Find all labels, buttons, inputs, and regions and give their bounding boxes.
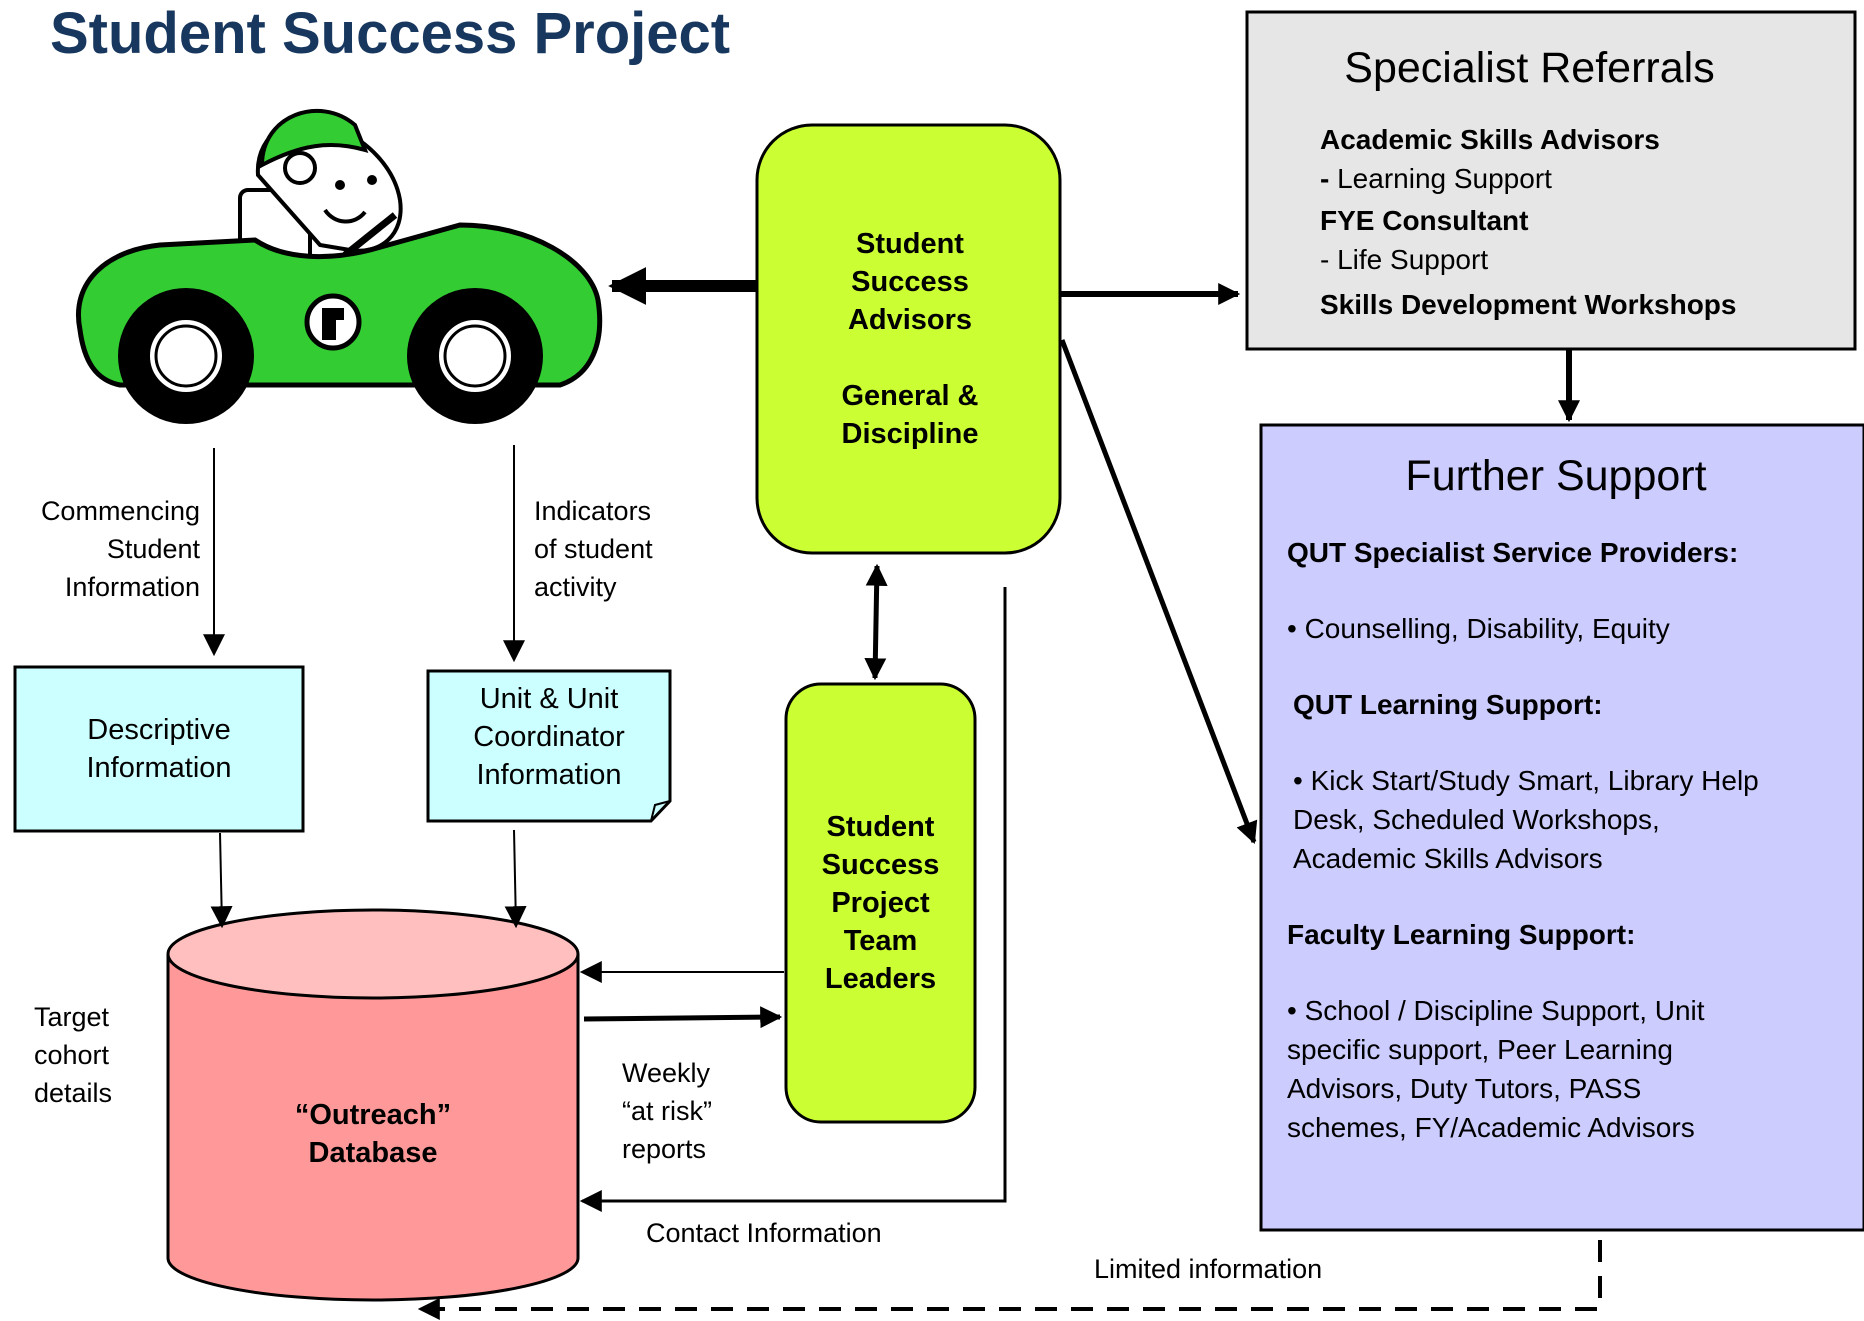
indicators-label: Indicators of student activity [534,492,734,606]
unit-line: Coordinator [473,721,625,753]
unit-box [426,669,672,823]
further-content: QUT Specialist Service Providers: • Coun… [1287,533,1857,1147]
further-heading: Further Support [1405,452,1707,500]
further-section-title: QUT Learning Support: [1293,689,1603,720]
database-label: “Outreach” Database [168,1096,578,1172]
race-car-icon [76,108,603,424]
advisors-line: Student [856,228,964,260]
further-section-text: • Kick Start/Study Smart, Library Help [1293,765,1759,796]
weekly-line: reports [622,1134,707,1164]
commencing-label: Commencing Student Information [0,492,200,606]
limited-label: Limited information [1094,1254,1323,1284]
advisors-label: Student Success Advisors General & Disci… [760,225,1060,453]
specialist-subitem: - Life Support [1320,244,1489,275]
further-section-title: QUT Specialist Service Providers: [1287,537,1739,568]
specialist-item: FYE Consultant [1320,205,1529,236]
edge-contact-info [579,587,1007,1212]
database-line: Database [308,1137,438,1169]
commencing-line: Student [106,534,200,564]
descriptive-line: Information [86,752,232,784]
specialist-item: Skills Development Workshops [1320,289,1737,320]
team-leaders-box [784,682,977,1124]
edge-limited-info [417,1240,1602,1320]
descriptive-label: Descriptive Information [15,711,303,787]
unit-label: Unit & Unit Coordinator Information [428,680,670,794]
target-line: Target [34,1002,110,1032]
weekly-line: “at risk” [622,1096,712,1126]
further-section-text: Desk, Scheduled Workshops, [1293,804,1660,835]
specialist-heading: Specialist Referrals [1344,44,1715,92]
indicators-line: activity [534,572,617,602]
team-leaders-line: Leaders [824,963,937,995]
indicators-line: Indicators [534,496,652,526]
team-leaders-line: Team [843,925,918,957]
specialist-subitem: - Learning Support [1320,159,1850,198]
edge-advisors-teamleaders [864,563,888,681]
advisors-line: Success [851,266,969,298]
specialist-dash: - [1320,163,1330,194]
contact-label: Contact Information [646,1218,882,1248]
further-box [1259,423,1864,1232]
advisors-line: General & [841,380,979,412]
further-section-text: • School / Discipline Support, Unit [1287,995,1705,1026]
database-cylinder [166,908,580,1302]
edge-unit-db [504,829,527,929]
team-leaders-line: Project [831,887,930,919]
unit-line: Information [476,759,622,791]
target-line: details [34,1078,113,1108]
edge-descriptive-db [210,832,233,929]
further-section-text: specific support, Peer Learning [1287,1034,1673,1065]
edge-advisors-further [1059,339,1258,845]
weekly-line: Weekly [622,1058,711,1088]
specialist-box [1245,10,1857,351]
further-section-title: Faculty Learning Support: [1287,919,1636,950]
team-leaders-label: Student Success Project Team Leaders [786,808,975,998]
specialist-list: Academic Skills Advisors - Learning Supp… [1320,120,1850,324]
further-section-text: Advisors, Duty Tutors, PASS [1287,1073,1642,1104]
team-leaders-line: Student [826,811,935,843]
advisors-box [755,123,1062,555]
specialist-item: Academic Skills Advisors [1320,124,1660,155]
target-line: cohort [34,1040,110,1070]
advisors-line: Discipline [841,418,979,450]
unit-line: Unit & Unit [479,683,619,715]
commencing-line: Commencing [40,496,200,526]
target-label: Target cohort details [34,998,154,1112]
descriptive-box [13,665,305,833]
database-line: “Outreach” [294,1099,452,1131]
weekly-label: Weekly “at risk” reports [622,1054,762,1168]
further-section-text: schemes, FY/Academic Advisors [1287,1112,1695,1143]
indicators-line: of student [534,534,653,564]
commencing-line: Information [64,572,200,602]
specialist-subtext: Learning Support [1329,163,1552,194]
further-section-text: • Counselling, Disability, Equity [1287,613,1670,644]
further-section-text: Academic Skills Advisors [1293,843,1603,874]
descriptive-line: Descriptive [87,714,231,746]
team-leaders-line: Success [821,849,940,881]
page-title: Student Success Project [50,1,731,66]
advisors-line: Advisors [847,304,973,336]
edge-db-teamleaders [583,1006,783,1029]
